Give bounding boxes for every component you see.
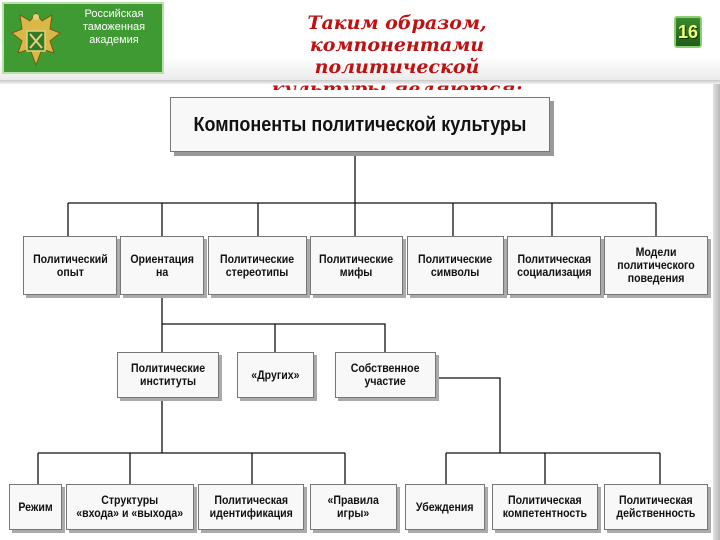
connector-line (445, 453, 661, 484)
detail-node: Политическая компетентность (492, 484, 598, 530)
detail-node-label: Режим (18, 499, 53, 514)
detail-node: Политическая действенность (604, 484, 708, 530)
connector-line (161, 295, 386, 352)
root-node-label: Компоненты политической культуры (193, 113, 527, 136)
slide-title-line: культуры являются: (271, 78, 523, 90)
detail-node-label: Структуры «входа» и «выхода» (76, 493, 184, 520)
detail-node-label: Политическая компетентность (502, 493, 588, 520)
detail-node: Режим (9, 484, 62, 530)
component-node-label: Политические мифы (319, 251, 394, 279)
detail-node-label: «Правила игры» (327, 493, 380, 520)
slide-title-line: Таким образом, компонентами (307, 12, 487, 56)
detail-node-label: Убеждения (416, 499, 474, 514)
academy-name-line: академия (89, 34, 139, 46)
academy-name-line: таможенная (82, 21, 146, 33)
component-node-label: Модели политического поведения (617, 245, 695, 285)
slide-number-badge: 16 (674, 16, 702, 48)
component-node: Политические стереотипы (208, 236, 307, 295)
detail-node: Политическая идентификация (198, 484, 304, 530)
component-node-label: Политическая социализация (516, 251, 592, 279)
connector-line (67, 203, 657, 236)
orientation-node-label: «Других» (251, 367, 300, 382)
component-node: Модели политического поведения (604, 236, 708, 295)
detail-node: Структуры «входа» и «выхода» (66, 484, 194, 530)
detail-node: «Правила игры» (310, 484, 397, 530)
component-node: Ориентация на (120, 236, 204, 295)
academy-logo-panel: Российская таможенная академия (2, 2, 164, 74)
connector-line (436, 377, 501, 453)
slide-title-line: политической (314, 56, 480, 78)
orientation-node: Политические институты (117, 352, 219, 398)
component-node: Политические мифы (310, 236, 403, 295)
connector-line (161, 324, 276, 352)
detail-node-label: Политическая идентификация (209, 493, 293, 520)
eagle-emblem-icon (11, 12, 61, 67)
root-node: Компоненты политической культуры (170, 97, 550, 152)
component-node: Политическая социализация (507, 236, 601, 295)
component-node-label: Политические стереотипы (220, 251, 295, 279)
slide-right-edge (713, 84, 720, 540)
detail-node-label: Политическая действенность (616, 493, 696, 520)
header-divider (0, 80, 720, 84)
detail-node: Убеждения (405, 484, 485, 530)
academy-name-line: Российская (84, 8, 144, 20)
component-node: Политический опыт (23, 236, 117, 295)
orientation-node: «Других» (237, 352, 314, 398)
academy-name: Российская таможенная академия (66, 8, 162, 47)
connector-line (37, 453, 346, 484)
component-node: Политические символы (407, 236, 504, 295)
component-node-label: Политический опыт (32, 251, 108, 279)
orientation-node-label: Политические институты (130, 361, 206, 388)
component-node-label: Политические символы (418, 251, 493, 279)
slide-title: Таким образом, компонентами политической… (222, 12, 572, 90)
orientation-node-label: Собственное участие (351, 361, 420, 388)
orientation-node: Собственное участие (335, 352, 436, 398)
component-node-label: Ориентация на (130, 251, 194, 279)
